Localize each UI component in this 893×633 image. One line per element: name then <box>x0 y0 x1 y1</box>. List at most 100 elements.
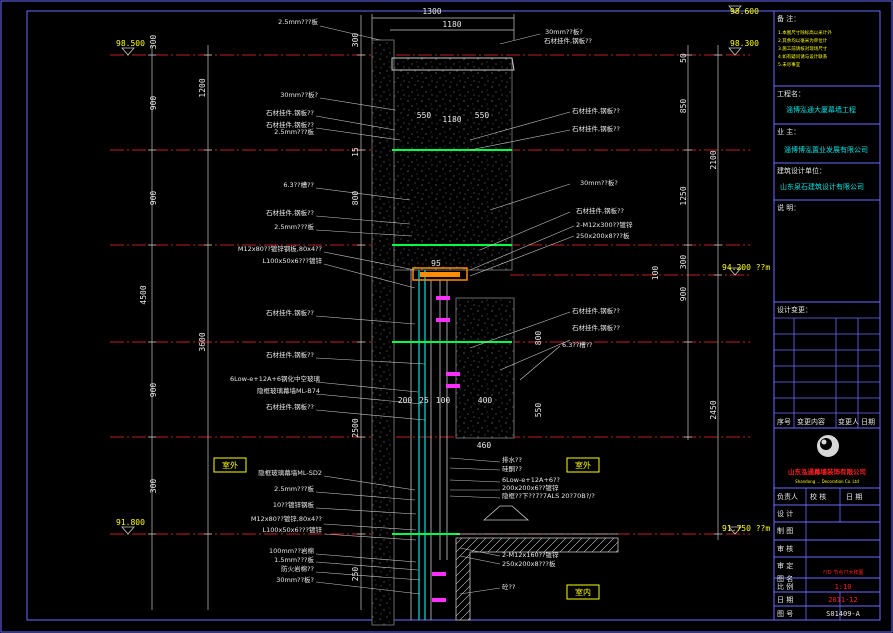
dim-left-900-c: 900 <box>149 383 158 398</box>
dim-inner-300: 300 <box>351 33 360 48</box>
label-b8: 砼?? <box>502 582 515 591</box>
label-l11: 石材挂件,钢板?? <box>266 308 314 317</box>
level-markers <box>121 5 742 535</box>
dim-inner-15: 15 <box>351 147 360 157</box>
dim-1180: 1180 <box>442 115 461 124</box>
dim-25: 25 <box>419 396 429 405</box>
label-r11: 6.3??槽?? <box>562 340 593 349</box>
glass-mullions <box>410 270 448 620</box>
dim-top-split: 1180 <box>442 20 461 29</box>
drawing-name: ??D 节点??大样图 <box>822 569 863 576</box>
wall-core <box>371 39 395 626</box>
number-label: 图 号 <box>777 610 793 618</box>
outdoor-tag-left-box <box>213 457 247 473</box>
level-right-top-b: 98.300 <box>730 39 759 48</box>
label-l8: 石材挂件,钢板?? <box>266 208 314 217</box>
design-unit-name: 山东泉石建筑设计有限公司 <box>780 182 864 191</box>
label-l18: 10??镀锌钢板 <box>273 500 315 509</box>
note-line-5: 5.未尽事宜 <box>778 61 801 68</box>
label-l1: 2.5mm???板 <box>278 17 318 26</box>
dim-95: 95 <box>431 259 441 268</box>
revision-table <box>774 317 880 620</box>
level-right-top-a: 98.600 <box>730 7 759 16</box>
label-l4: 石材挂件,钢板?? <box>266 120 314 129</box>
dim-550-b: 550 <box>475 111 490 120</box>
left-dimension-ticks <box>148 54 722 535</box>
dim-left-4500: 4500 <box>139 285 148 304</box>
label-b3: 6Low-e+12A+6?? <box>502 476 560 484</box>
label-b1: 排水?? <box>502 455 522 464</box>
label-r3: 石材挂件,钢板?? <box>572 106 620 115</box>
dim-right-50: 50 <box>679 53 688 63</box>
level-left-bottom: 91.800 <box>116 518 145 527</box>
label-b2: 硅酮?? <box>502 464 522 473</box>
scale-value: 1:10 <box>835 583 852 591</box>
design-label: 设 计 <box>777 509 793 518</box>
label-l12: 石材挂件,钢板?? <box>266 350 314 359</box>
label-b7: 250x200x8???板 <box>502 559 556 568</box>
label-l17: 2.5mm???板 <box>274 484 314 493</box>
project-label: 工程名： <box>777 89 805 98</box>
label-r6: 石材挂件,钢板?? <box>576 206 624 215</box>
company-logo <box>817 435 839 457</box>
owner-label: 业 主： <box>777 127 800 136</box>
label-l5: 2.5mm???板 <box>274 127 314 136</box>
revision-col-3: 变更人 <box>838 417 859 426</box>
label-l13: 6Low-e+12A+6钢化中空玻璃 <box>230 374 321 383</box>
indoor-tag: 室内 <box>575 587 591 597</box>
label-l19: M12x80??镀锌,80x4?? <box>251 514 322 523</box>
revision-label: 设计变更： <box>777 305 812 314</box>
dim-right-1250: 1250 <box>679 186 688 205</box>
design-unit-label: 建筑设计单位： <box>777 166 826 175</box>
dim-100: 100 <box>436 396 451 405</box>
notes-label: 备 注： <box>777 14 800 23</box>
note-line-2: 2.其余均以毫米为单位计 <box>778 37 828 44</box>
drawing-name-label: 图 名 <box>777 574 793 583</box>
company-name-en: Shandong ... Decoration Co. Ltd <box>795 479 859 484</box>
date-label: 日 期 <box>846 493 862 501</box>
label-l16: 隐框玻璃幕墙ML-SD2 <box>258 468 322 477</box>
dim-right-550: 550 <box>534 403 543 418</box>
label-l7: 2.5mm???板 <box>274 222 314 231</box>
dim-right-900: 900 <box>679 287 688 302</box>
label-r4: 石材挂件,钢板?? <box>572 124 620 133</box>
dim-right-2100: 2100 <box>709 150 718 169</box>
label-b5: 隐框??下??7?7ALS 20?70B?/? <box>502 491 595 500</box>
leaders-right <box>449 33 575 595</box>
level-right-mid: 94.200 ??m <box>722 263 770 272</box>
remarks-label: 说 明： <box>777 203 800 212</box>
sill-detail <box>482 505 530 521</box>
date-label-2: 日 期 <box>777 596 793 604</box>
level-right-bottom: 91.750 ??m <box>722 524 770 533</box>
parapet-cap <box>391 57 515 71</box>
label-r7: 2-M12x300??镀锌 <box>576 220 633 229</box>
dim-inner-250: 250 <box>351 567 360 582</box>
dim-left-900-b: 900 <box>149 191 158 206</box>
check-label: 校 核 <box>810 492 826 501</box>
approve-label: 审 定 <box>777 561 793 570</box>
dim-left-900-a: 900 <box>149 96 158 111</box>
dim-left-1200: 1200 <box>198 78 207 97</box>
label-b6: 2-M12x160??镀锌 <box>502 550 559 559</box>
owner-name: 淄博博泓置业发展有限公司 <box>784 145 868 154</box>
audit-label: 审 核 <box>777 544 793 553</box>
outdoor-tag-right: 室外 <box>575 460 591 470</box>
label-r8: 250x200x8???板 <box>576 231 630 240</box>
label-l22: 1.5mm???板 <box>274 555 314 564</box>
label-l24: 30mm??板? <box>276 575 314 584</box>
label-l23: 防火岩棉?? <box>281 564 314 573</box>
revision-col-1: 序号 <box>777 417 791 426</box>
outdoor-tag-right-box <box>566 457 600 473</box>
label-l15: 石材挂件,钢板?? <box>266 402 314 411</box>
dim-top-width: 1300 <box>422 7 441 16</box>
floor-slab <box>455 537 619 621</box>
stone-panel-upper <box>391 57 513 271</box>
label-b4: 200x200x6??镀锌 <box>502 483 559 492</box>
dim-right-300: 300 <box>679 255 688 270</box>
label-l9: M12x80??镀锌钢板,80x4?? <box>238 244 322 253</box>
transom-bracket <box>412 267 468 281</box>
date-value: 2011-12 <box>828 596 858 604</box>
label-r10: 石材挂件,钢板?? <box>572 323 620 332</box>
